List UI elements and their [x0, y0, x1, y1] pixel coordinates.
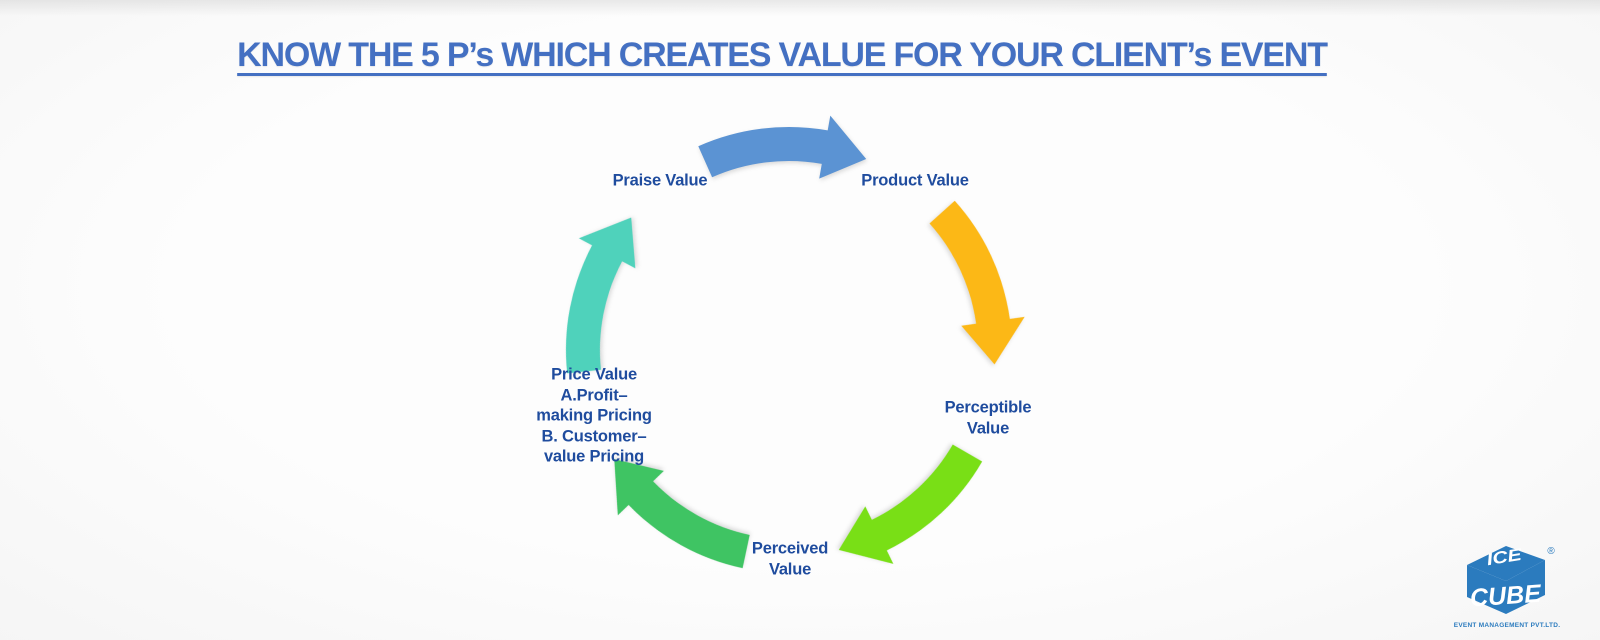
node-price-value-label-line3: making Pricing	[536, 406, 652, 425]
logo-subtext: EVENT MANAGEMENT PVT.LTD.	[1453, 622, 1561, 629]
node-product-value: Product Value	[861, 171, 969, 192]
node-perceptible-value-label-line1: Perceptible	[944, 398, 1032, 417]
node-perceived-value-label-line2: Value	[768, 560, 812, 578]
node-perceptible-value-label-line2: Value	[966, 419, 1010, 437]
ice-cube-logo-icon: ICE CUBE ®	[1467, 546, 1555, 614]
node-perceived-value: Perceived Value	[752, 538, 828, 579]
arrow-price-to-praise	[538, 204, 650, 384]
arrow-product-to-perceptible	[923, 191, 1036, 371]
node-praise-value-label: Praise Value	[612, 171, 708, 190]
page-title: KNOW THE 5 P’s WHICH CREATES VALUE FOR Y…	[237, 36, 1328, 74]
node-perceived-value-label-line1: Perceived	[751, 539, 829, 558]
logo-front-text: CUBE	[1469, 579, 1543, 612]
company-logo: ICE CUBE ® EVENT MANAGEMENT PVT.LTD.	[1452, 536, 1562, 629]
arrow-perceptible-to-perceived	[827, 435, 1001, 586]
node-price-value-label-line1: Price Value	[551, 365, 637, 384]
node-price-value-label-line5: value Pricing	[543, 447, 645, 466]
logo-registered-mark: ®	[1547, 546, 1555, 557]
node-praise-value: Praise Value	[613, 171, 708, 192]
arrow-praise-to-product	[698, 115, 867, 179]
node-product-value-label: Product Value	[861, 171, 969, 190]
node-price-value-label-line2: A.Profit–	[560, 386, 628, 405]
node-price-value: Price Value A.Profit– making Pricing B. …	[536, 365, 652, 468]
node-price-value-label-line4: B. Customer–	[541, 427, 647, 446]
node-perceptible-value: Perceptible Value	[945, 397, 1032, 438]
